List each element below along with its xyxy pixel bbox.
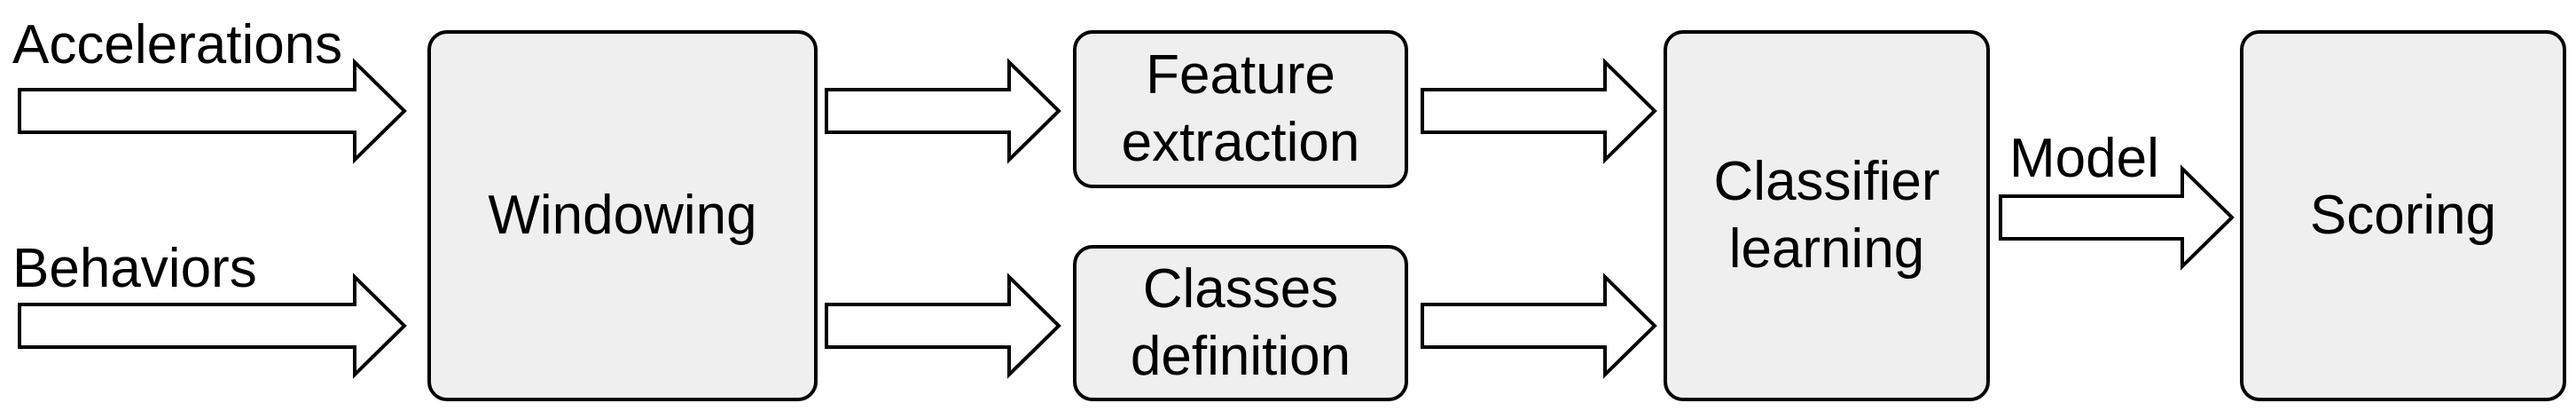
arrow-behaviors-to-windowing	[18, 273, 407, 379]
arrow-model-to-scoring	[1999, 164, 2235, 271]
classes-definition-box: Classes definition	[1073, 245, 1408, 401]
arrow-accelerations-to-windowing	[18, 58, 407, 164]
scoring-label: Scoring	[2309, 185, 2497, 247]
classifier-learning-label: Classifier learning	[1713, 151, 1940, 280]
windowing-box: Windowing	[427, 30, 818, 401]
classifier-learning-box: Classifier learning	[1664, 30, 1990, 401]
arrow-windowing-to-classes-definition	[825, 273, 1061, 379]
scoring-box: Scoring	[2240, 30, 2566, 401]
feature-extraction-box: Feature extraction	[1073, 30, 1408, 188]
accelerations-label: Accelerations	[12, 14, 343, 75]
model-label: Model	[2009, 128, 2159, 189]
arrow-classes-definition-to-classifier	[1421, 273, 1657, 379]
classes-definition-label: Classes definition	[1130, 258, 1351, 387]
behaviors-label: Behaviors	[12, 238, 257, 299]
windowing-label: Windowing	[488, 185, 757, 247]
arrow-feature-extraction-to-classifier	[1421, 58, 1657, 164]
arrow-windowing-to-feature-extraction	[825, 58, 1061, 164]
feature-extraction-label: Feature extraction	[1121, 44, 1360, 173]
